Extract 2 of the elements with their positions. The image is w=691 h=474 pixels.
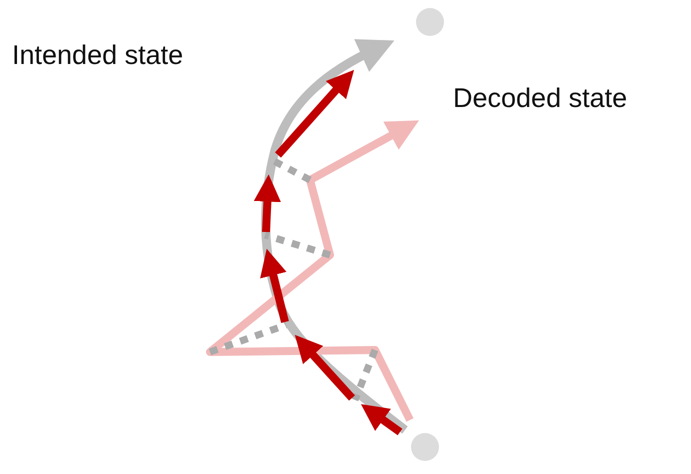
- trajectory-label: Intended state: [12, 40, 184, 72]
- trajectory-label: Decoded state: [453, 83, 628, 114]
